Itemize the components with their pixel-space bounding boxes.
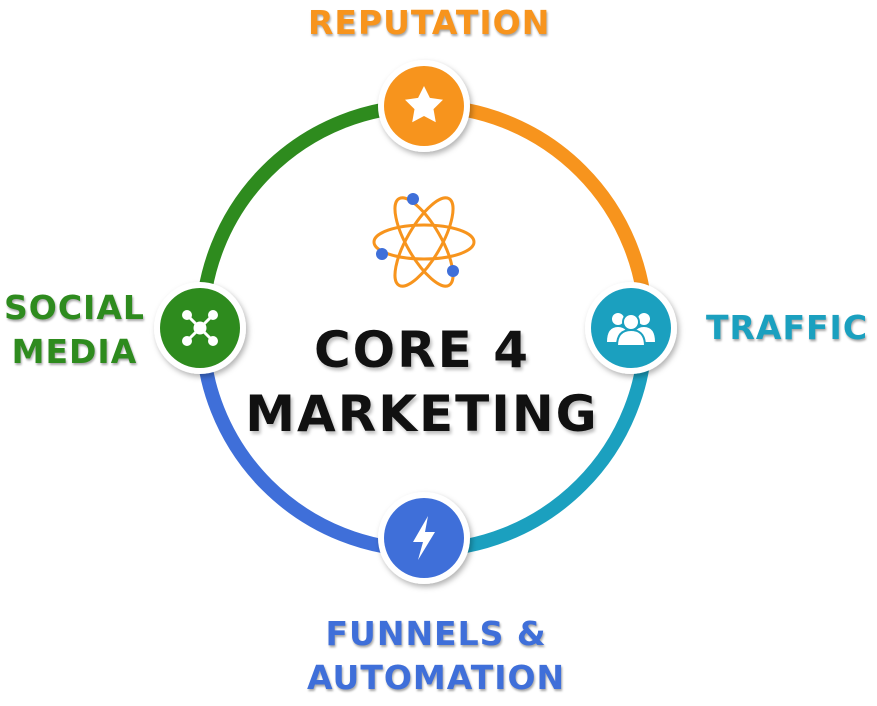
funnels-label: FUNNELS & AUTOMATION xyxy=(307,612,565,700)
social-node xyxy=(154,282,246,374)
ring-arc-reputation-traffic xyxy=(417,99,653,335)
social-label-line1: SOCIAL xyxy=(4,288,145,327)
funnels-label-line1: FUNNELS & xyxy=(325,614,547,653)
traffic-label: TRAFFIC xyxy=(706,311,868,344)
traffic-node xyxy=(585,282,677,374)
reputation-label: REPUTATION xyxy=(308,6,550,39)
ring-arc-traffic-funnels xyxy=(417,321,653,557)
center-title-line2: MARKETING xyxy=(245,385,599,443)
star-icon xyxy=(405,86,443,123)
reputation-node xyxy=(378,60,470,152)
social-label-line2: MEDIA xyxy=(11,332,138,371)
center-title-line1: CORE 4 xyxy=(313,321,531,379)
users-icon xyxy=(607,313,655,347)
social-label: SOCIAL MEDIA xyxy=(4,286,145,374)
funnels-label-line2: AUTOMATION xyxy=(307,658,566,697)
ring-arc-funnels-social xyxy=(195,321,431,557)
lightning-icon xyxy=(413,516,435,560)
reputation-label-line1: REPUTATION xyxy=(308,3,551,42)
center-title: CORE 4 MARKETING xyxy=(222,318,622,446)
funnels-node xyxy=(378,492,470,584)
network-icon xyxy=(182,310,218,346)
ring-arc-social-reputation xyxy=(195,99,431,335)
traffic-label-line1: TRAFFIC xyxy=(706,308,869,347)
atom-icon xyxy=(372,193,476,288)
